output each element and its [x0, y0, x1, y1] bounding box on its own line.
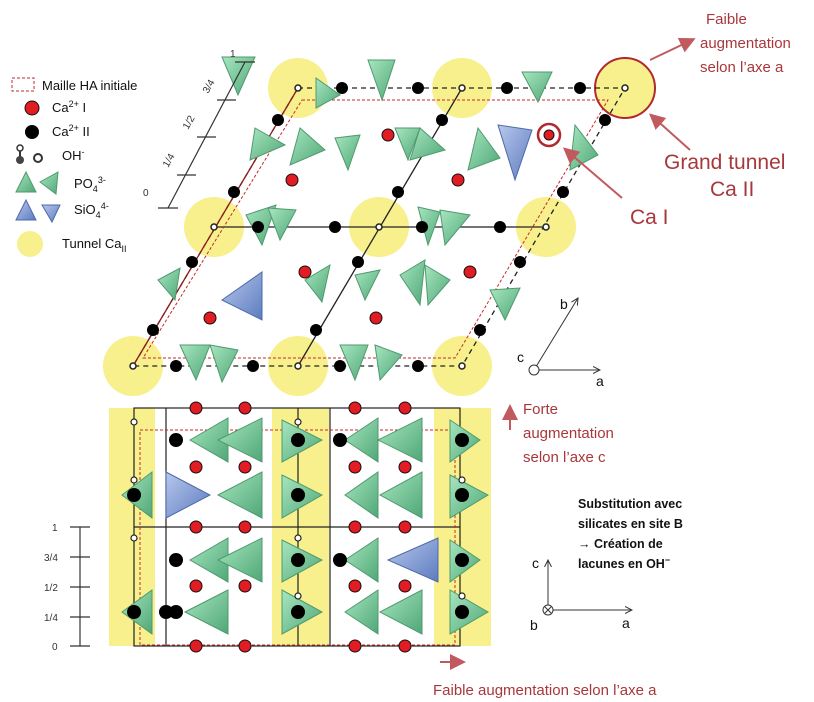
legend-ca2-label: Ca2+ II — [52, 123, 90, 139]
scale-top-labels: 1 3/4 1/2 1/4 0 — [143, 49, 236, 199]
legend: Maille HA initiale Ca2+ I Ca2+ II OH- PO… — [11, 77, 137, 257]
substitution-note: Substitution avec silicates en site B → … — [578, 497, 683, 571]
ca1-arrow — [562, 147, 623, 199]
scale-top-1-4: 1/4 — [161, 152, 178, 170]
note-line1: Substitution avec — [578, 497, 682, 511]
axes-top: b c a — [517, 296, 604, 389]
legend-po4-label: PO43- — [74, 175, 106, 194]
top-view — [103, 56, 656, 396]
forte-c-1: Forte — [523, 401, 558, 418]
scale-bottom — [70, 526, 90, 647]
forte-c-2: augmentation — [523, 425, 614, 442]
grand-tunnel-label-2: Ca II — [710, 178, 754, 201]
scale-bottom-0: 0 — [52, 642, 58, 653]
sio4-legend-icon — [15, 198, 61, 224]
ca2-atoms-side — [127, 433, 469, 619]
scale-bottom-3-4: 3/4 — [44, 553, 58, 564]
faible-a-top-arrow — [649, 37, 696, 61]
note-line2: silicates en site B — [578, 517, 683, 531]
ca1-atoms-top — [203, 128, 555, 325]
ca1-highlight-ring — [536, 122, 562, 148]
ca1-label: Ca I — [630, 206, 669, 229]
ca1-legend-icon — [24, 100, 40, 116]
axis-top-a-label: a — [596, 373, 604, 389]
ca2-legend-icon — [25, 125, 39, 139]
scale-top-0: 0 — [143, 188, 149, 199]
side-view — [70, 401, 491, 653]
scale-top — [158, 61, 255, 209]
scale-top-1-2: 1/2 — [181, 114, 198, 132]
po4-legend-icon — [15, 170, 59, 195]
axis-top-c-icon — [528, 364, 540, 376]
axis-bottom-b-label: b — [530, 617, 538, 633]
axis-top-b — [533, 298, 578, 371]
ca1-atoms-side — [189, 401, 412, 653]
scale-top-3-4: 3/4 — [201, 78, 218, 96]
tunnel-legend-icon — [17, 231, 43, 257]
oh-groups-top — [129, 84, 629, 370]
annotations: Faible augmentation selon l’axe a Grand … — [433, 11, 791, 699]
axis-bottom-c-label: c — [532, 555, 539, 571]
sio4-tetrahedra-side — [165, 471, 439, 583]
faible-a-top-1: Faible — [706, 11, 747, 28]
oh-groups-side — [130, 418, 466, 600]
legend-maille-swatch — [11, 77, 35, 92]
axis-top-b-label: b — [560, 296, 568, 312]
initial-cell-side — [139, 429, 456, 646]
faible-a-top-3: selon l’axe a — [700, 59, 784, 76]
faible-a-top-2: augmentation — [700, 35, 791, 52]
forte-c-3: selon l’axe c — [523, 449, 606, 466]
initial-cell — [142, 99, 609, 359]
grand-tunnel-arrow — [649, 113, 691, 151]
scale-bottom-1-4: 1/4 — [44, 613, 58, 624]
legend-sio4-label: SiO44- — [74, 201, 109, 220]
scale-bottom-labels: 1 3/4 1/2 1/4 0 — [44, 523, 58, 653]
po4-tetrahedra-top — [157, 56, 599, 384]
sio4-tetrahedra-top — [221, 124, 533, 321]
legend-oh-label: OH- — [62, 147, 85, 163]
note-line4: lacunes en OH− — [578, 555, 670, 571]
oh-legend-icon — [16, 144, 43, 164]
note-line3: → Création de — [578, 537, 663, 551]
scale-top-1: 1 — [230, 49, 236, 60]
legend-ca1-label: Ca2+ I — [52, 99, 86, 115]
legend-maille-label: Maille HA initiale — [42, 78, 137, 93]
scale-bottom-1-2: 1/2 — [44, 583, 58, 594]
ca2-atoms-top — [147, 82, 611, 372]
grand-tunnel-label-1: Grand tunnel — [664, 151, 785, 174]
legend-tunnel-label: Tunnel CaII — [62, 236, 127, 254]
faible-a-bottom: Faible augmentation selon l’axe a — [433, 682, 657, 699]
axes-bottom: c b a — [530, 555, 632, 633]
axis-bottom-a-label: a — [622, 615, 630, 631]
scale-bottom-1: 1 — [52, 523, 58, 534]
axis-top-c-label: c — [517, 349, 524, 365]
